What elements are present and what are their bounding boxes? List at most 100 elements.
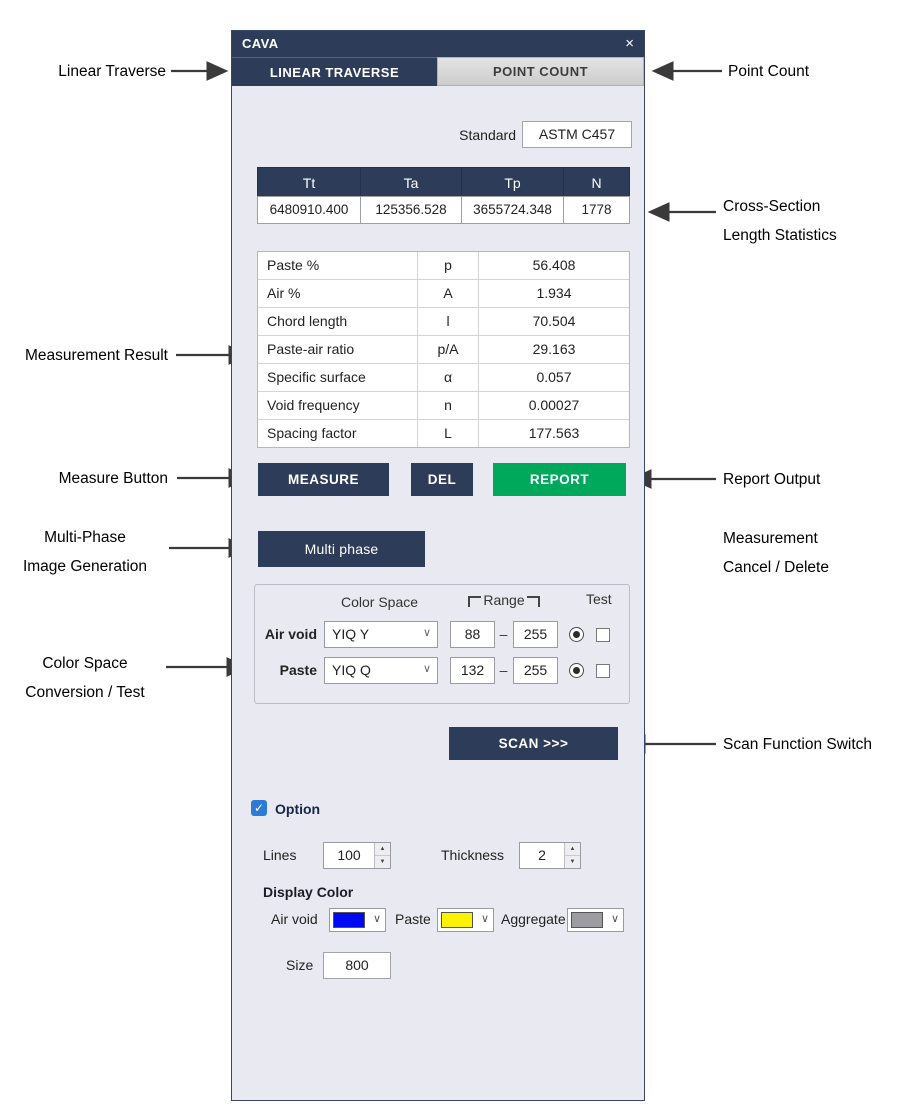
annotation-linear-traverse: Linear Traverse <box>58 63 166 80</box>
annotation-point-count: Point Count <box>728 63 809 80</box>
result-value: 1.934 <box>536 285 572 301</box>
color-space-group: Color Space Range Test Air void YIQ Y ∨ … <box>254 584 630 704</box>
thickness-spin-buttons: ▲ ▼ <box>564 843 580 868</box>
stats-value-tp: 3655724.348 <box>461 196 564 224</box>
air-void-colorspace-select[interactable]: YIQ Y ∨ <box>324 621 438 648</box>
stats-value-tt: 6480910.400 <box>257 196 361 224</box>
lines-stepper[interactable]: 100 ▲ ▼ <box>323 842 391 869</box>
air-void-test-radio[interactable] <box>569 627 584 642</box>
chevron-down-icon: ∨ <box>610 913 619 925</box>
standard-label: Standard <box>459 127 516 143</box>
lines-value[interactable]: 100 <box>337 847 361 863</box>
air-void-range-min-input[interactable]: 88 <box>450 621 495 648</box>
stats-header-ta: Ta <box>360 167 462 197</box>
lines-spin-buttons: ▲ ▼ <box>374 843 390 868</box>
title-bar: CAVA × <box>232 31 644 57</box>
chevron-down-icon: ∨ <box>422 663 431 675</box>
paste-test-checkbox[interactable] <box>596 664 610 678</box>
thickness-label: Thickness <box>441 847 505 863</box>
air-void-color-select[interactable]: ∨ <box>329 908 386 932</box>
paste-color-select[interactable]: ∨ <box>437 908 494 932</box>
result-symbol: n <box>418 392 479 419</box>
air-void-color-label: Air void <box>271 911 318 927</box>
stats-value-n: 1778 <box>563 196 630 224</box>
table-row: Paste % p 56.408 <box>258 252 629 280</box>
spin-down-icon[interactable]: ▼ <box>565 855 580 868</box>
result-name: Void frequency <box>258 392 418 419</box>
result-value: 70.504 <box>532 313 576 329</box>
paste-row-label: Paste <box>279 662 317 678</box>
option-checkbox[interactable]: ✓ <box>251 800 267 816</box>
cava-window: CAVA × LINEAR TRAVERSE POINT COUNT Stand… <box>231 30 645 1101</box>
length-statistics-table: Tt Ta Tp N 6480910.400 125356.528 365572… <box>257 167 630 224</box>
range-bracket-left <box>468 596 482 607</box>
range-dash: – <box>499 626 508 642</box>
paste-colorspace-select[interactable]: YIQ Q ∨ <box>324 657 438 684</box>
result-value: 56.408 <box>532 257 576 273</box>
air-void-color-swatch <box>333 912 365 928</box>
result-symbol: α <box>418 364 479 391</box>
annotation-multi-phase: Multi-Phase Image Generation <box>22 529 148 575</box>
paste-range-max-input[interactable]: 255 <box>513 657 558 684</box>
measure-button[interactable]: MEASURE <box>258 463 389 496</box>
spin-up-icon[interactable]: ▲ <box>375 843 390 855</box>
result-symbol: A <box>418 280 479 307</box>
paste-range-min-input[interactable]: 132 <box>450 657 495 684</box>
table-row: Void frequency n 0.00027 <box>258 392 629 420</box>
tab-linear-traverse[interactable]: LINEAR TRAVERSE <box>232 57 437 86</box>
result-symbol: l <box>418 308 479 335</box>
air-void-test-checkbox[interactable] <box>596 628 610 642</box>
stats-header-n: N <box>563 167 630 197</box>
annotation-color-space: Color Space Conversion / Test <box>25 655 145 701</box>
annotation-scan-switch: Scan Function Switch <box>723 736 873 753</box>
stats-value-ta: 125356.528 <box>360 196 462 224</box>
thickness-value[interactable]: 2 <box>538 847 546 863</box>
result-name: Spacing factor <box>258 420 418 447</box>
measurement-result-table: Paste % p 56.408 Air % A 1.934 Chord len… <box>257 251 630 448</box>
chevron-down-icon: ∨ <box>422 627 431 639</box>
stats-header-tt: Tt <box>257 167 361 197</box>
result-name: Air % <box>258 280 418 307</box>
chevron-down-icon: ∨ <box>372 913 381 925</box>
result-value: 29.163 <box>532 341 576 357</box>
table-row: Spacing factor L 177.563 <box>258 420 629 447</box>
air-void-range-max-input[interactable]: 255 <box>513 621 558 648</box>
aggregate-color-select[interactable]: ∨ <box>567 908 624 932</box>
result-value: 0.057 <box>536 369 572 385</box>
paste-color-swatch <box>441 912 473 928</box>
close-icon[interactable]: × <box>625 35 634 52</box>
table-row: Specific surface α 0.057 <box>258 364 629 392</box>
annotation-report-output: Report Output <box>723 471 821 488</box>
thickness-stepper[interactable]: 2 ▲ ▼ <box>519 842 581 869</box>
size-label: Size <box>286 957 314 973</box>
test-header: Test <box>586 591 612 607</box>
size-input[interactable]: 800 <box>323 952 391 979</box>
window-title: CAVA <box>242 36 279 51</box>
aggregate-color-label: Aggregate <box>501 911 566 927</box>
range-dash: – <box>499 662 508 678</box>
result-name: Chord length <box>258 308 418 335</box>
result-name: Paste-air ratio <box>258 336 418 363</box>
tab-point-count[interactable]: POINT COUNT <box>437 57 644 86</box>
report-button[interactable]: REPORT <box>493 463 626 496</box>
table-row: Paste-air ratio p/A 29.163 <box>258 336 629 364</box>
scan-button[interactable]: SCAN >>> <box>449 727 618 760</box>
result-symbol: L <box>418 420 479 447</box>
option-label: Option <box>275 801 321 817</box>
result-value: 0.00027 <box>528 397 580 413</box>
delete-button[interactable]: DEL <box>411 463 473 496</box>
spin-down-icon[interactable]: ▼ <box>375 855 390 868</box>
range-bracket-right <box>526 596 540 607</box>
air-void-row-label: Air void <box>264 626 317 642</box>
annotation-cancel-delete: Measurement Cancel / Delete <box>723 530 829 576</box>
table-row: Chord length l 70.504 <box>258 308 629 336</box>
spin-up-icon[interactable]: ▲ <box>565 843 580 855</box>
standard-value-box[interactable]: ASTM C457 <box>522 121 632 148</box>
result-name: Specific surface <box>258 364 418 391</box>
result-value: 177.563 <box>528 425 580 441</box>
paste-test-radio[interactable] <box>569 663 584 678</box>
range-header: Range <box>458 592 550 608</box>
multi-phase-button[interactable]: Multi phase <box>258 531 425 567</box>
aggregate-color-swatch <box>571 912 603 928</box>
